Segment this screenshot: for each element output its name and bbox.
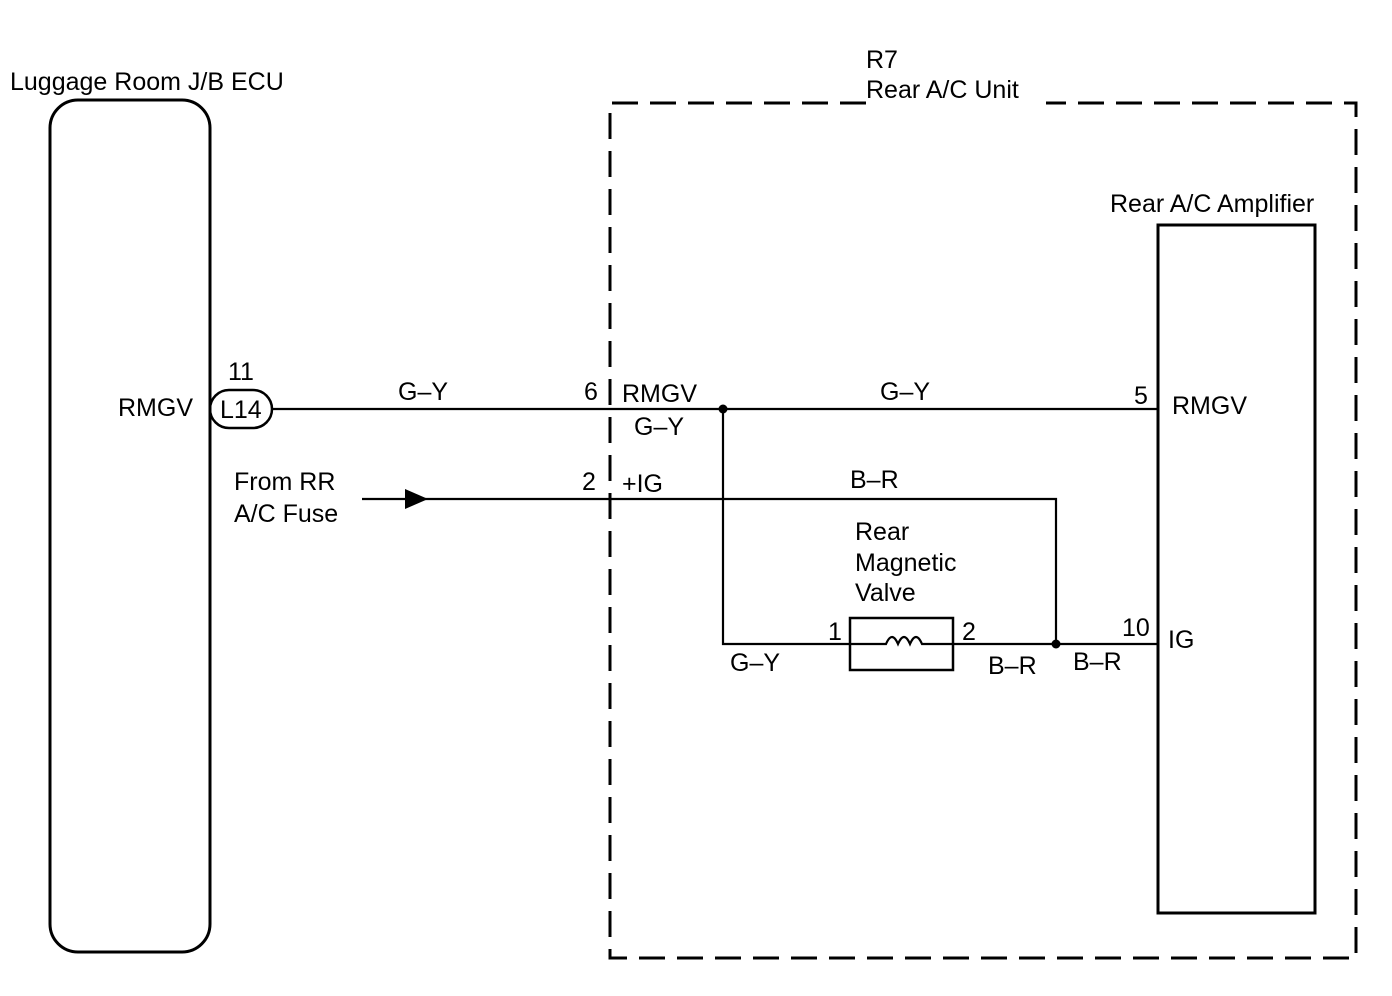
unit-pin-2: 2	[582, 468, 596, 496]
wire-label-gy-4: G–Y	[730, 649, 780, 677]
unit-code: R7	[866, 46, 898, 74]
junction-ig	[1051, 639, 1061, 649]
arrow-icon	[405, 489, 428, 509]
unit-pin-2-label: +IG	[622, 470, 663, 498]
ecu-terminal-label: RMGV	[118, 394, 193, 422]
valve-label-1: Rear	[855, 518, 909, 546]
fuse-line-1: From RR	[234, 468, 335, 496]
ecu-pin-number: 11	[228, 358, 254, 386]
unit-pin-6-label: RMGV	[622, 380, 697, 408]
unit-name: Rear A/C Unit	[866, 76, 1019, 104]
valve-label-2: Magnetic	[855, 549, 956, 577]
wire-label-br-1: B–R	[850, 466, 899, 494]
amp-pin-10: 10	[1122, 614, 1150, 642]
valve-pin-2: 2	[962, 618, 976, 646]
wire-rmgv-branch	[721, 409, 850, 646]
fuse-line-2: A/C Fuse	[234, 500, 338, 528]
ecu-title: Luggage Room J/B ECU	[10, 68, 284, 96]
amp-pin-5: 5	[1134, 382, 1148, 410]
wire-label-gy-2: G–Y	[634, 413, 684, 441]
wire-label-gy-3: G–Y	[880, 378, 930, 406]
unit-pin-6: 6	[584, 378, 598, 406]
connector-label: L14	[220, 396, 262, 424]
amplifier-box	[1156, 223, 1317, 915]
ecu-box	[48, 98, 212, 954]
unit-boundary	[608, 101, 1358, 960]
wire-label-br-2: B–R	[988, 652, 1037, 680]
coil-icon	[850, 635, 953, 647]
wire-ig-feed	[362, 497, 1058, 644]
amplifier-title: Rear A/C Amplifier	[1110, 190, 1314, 218]
amp-term-rmgv: RMGV	[1172, 392, 1247, 420]
wire-label-gy-1: G–Y	[398, 378, 448, 406]
valve-pin-1: 1	[828, 618, 842, 646]
valve-label-3: Valve	[855, 579, 916, 607]
wire-label-br-3: B–R	[1073, 648, 1122, 676]
amp-term-ig: IG	[1168, 626, 1194, 654]
